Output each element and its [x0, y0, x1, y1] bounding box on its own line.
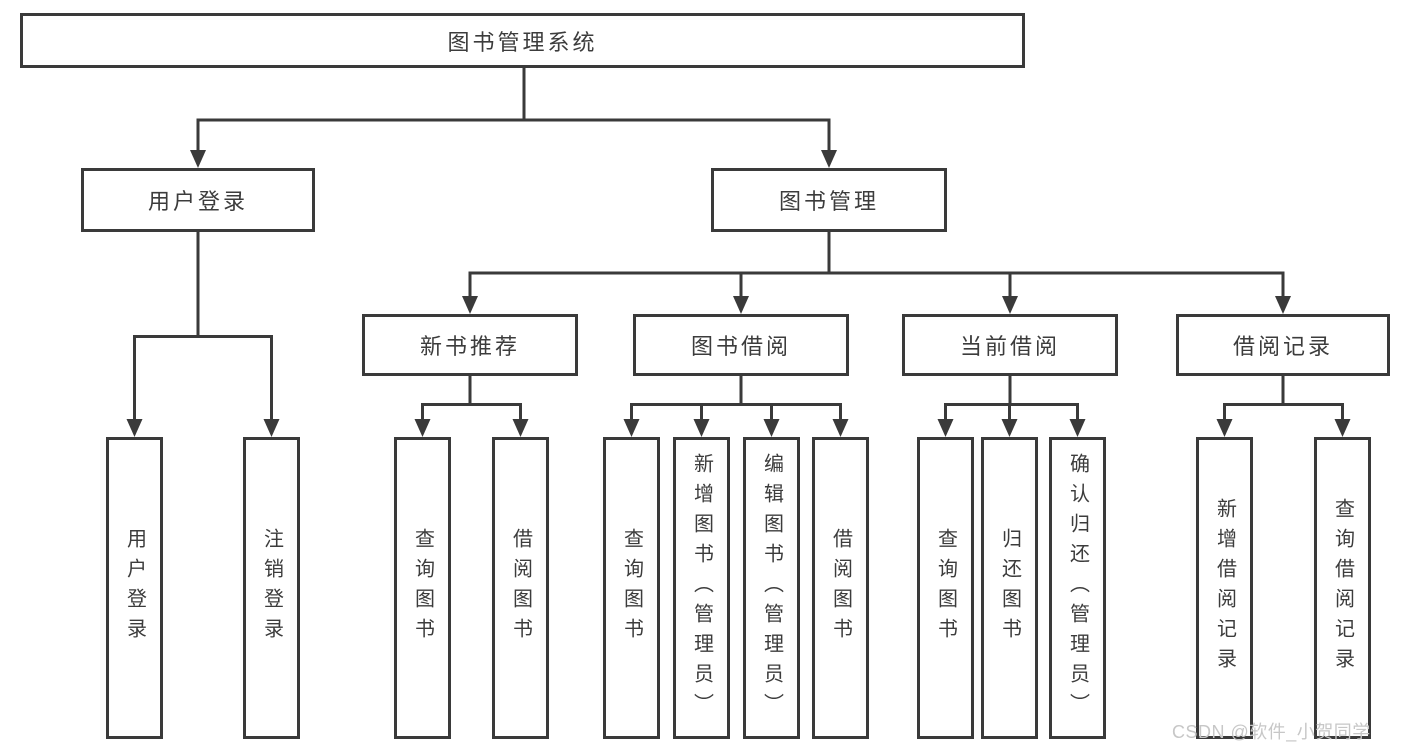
- leaf-label: 查询借阅记录: [1331, 498, 1354, 678]
- leaf-label: 用户登录: [123, 528, 146, 648]
- node-user-login: 用户登录: [81, 168, 315, 232]
- leaf-label: 借阅图书: [509, 528, 532, 648]
- leaf-label: 查询图书: [411, 528, 434, 648]
- leaf-label: 查询图书: [934, 528, 957, 648]
- leaf-query-books-recommend: 查询图书: [394, 437, 451, 739]
- leaf-edit-books-admin: 编辑图书（管理员）: [743, 437, 800, 739]
- node-current-borrow: 当前借阅: [902, 314, 1118, 376]
- leaf-query-books-borrow: 查询图书: [603, 437, 660, 739]
- node-root-title: 图书管理系统: [20, 13, 1025, 68]
- leaf-add-books-admin: 新增图书（管理员）: [673, 437, 730, 739]
- leaf-return-books: 归还图书: [981, 437, 1038, 739]
- leaf-borrow-books-recommend: 借阅图书: [492, 437, 549, 739]
- leaf-borrow-books: 借阅图书: [812, 437, 869, 739]
- node-new-book-recommend: 新书推荐: [362, 314, 578, 376]
- leaf-confirm-return-admin: 确认归还（管理员）: [1049, 437, 1106, 739]
- leaf-logout: 注销登录: [243, 437, 300, 739]
- leaf-query-books-current: 查询图书: [917, 437, 974, 739]
- leaf-label: 借阅图书: [829, 528, 852, 648]
- leaf-user-login: 用户登录: [106, 437, 163, 739]
- leaf-add-borrow-record: 新增借阅记录: [1196, 437, 1253, 739]
- node-borrow-records: 借阅记录: [1176, 314, 1390, 376]
- leaf-label: 新增借阅记录: [1213, 498, 1236, 678]
- leaf-label: 归还图书: [998, 528, 1021, 648]
- leaf-label: 新增图书（管理员）: [690, 453, 713, 723]
- leaf-query-borrow-record: 查询借阅记录: [1314, 437, 1371, 739]
- leaf-label: 编辑图书（管理员）: [760, 453, 783, 723]
- node-book-borrow: 图书借阅: [633, 314, 849, 376]
- csdn-watermark: CSDN @软件_小贺同学: [1172, 722, 1371, 742]
- leaf-label: 查询图书: [620, 528, 643, 648]
- node-book-management: 图书管理: [711, 168, 947, 232]
- leaf-label: 注销登录: [260, 528, 283, 648]
- leaf-label: 确认归还（管理员）: [1066, 453, 1089, 723]
